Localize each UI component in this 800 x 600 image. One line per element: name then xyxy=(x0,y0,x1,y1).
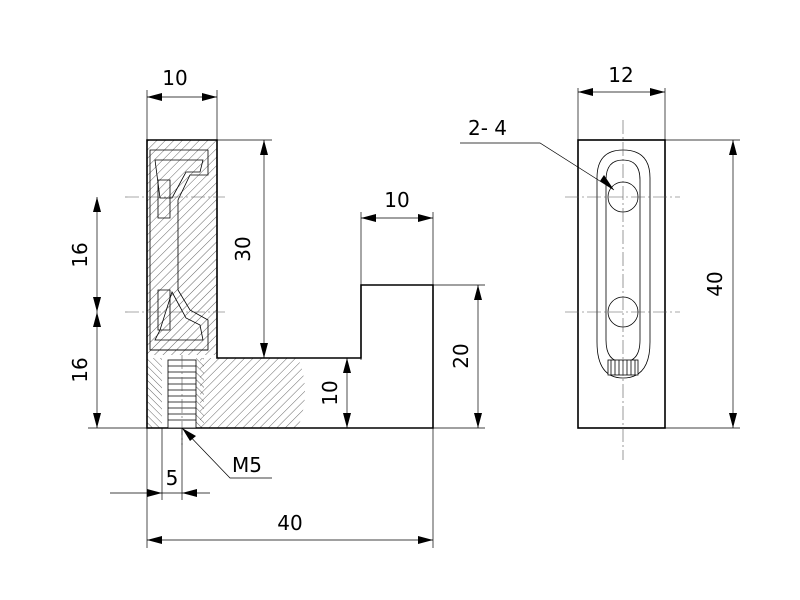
slot-outer xyxy=(596,149,651,379)
dim-front-width: 12 xyxy=(608,63,633,87)
base-left-hatch xyxy=(147,358,162,428)
dim-thread-offset: 5 xyxy=(166,466,179,490)
front-body xyxy=(577,139,666,429)
dim-upper-pitch: 16 xyxy=(68,242,92,267)
dim-lower-pitch: 16 xyxy=(68,357,92,382)
side-view: 10 10 30 16 16 20 10 5 xyxy=(68,66,485,548)
base-section-hatch xyxy=(200,358,305,428)
dim-step-height: 20 xyxy=(449,343,473,368)
front-view: 12 40 2- 4 xyxy=(460,63,740,460)
upper-section-hatch xyxy=(147,140,217,355)
insert-upper-flange xyxy=(154,159,204,199)
dim-step-width: 10 xyxy=(384,188,409,212)
thread-label: M5 xyxy=(232,453,262,477)
insert-lower-pad xyxy=(157,289,171,331)
slot-inner xyxy=(605,159,641,363)
base-right-hatch xyxy=(196,358,204,428)
dim-total-height: 30 xyxy=(231,236,255,261)
hole-label: 2- 4 xyxy=(468,116,507,140)
dim-total-length: 40 xyxy=(277,511,302,535)
insert-lower-flange xyxy=(154,290,204,341)
dim-base-height: 10 xyxy=(318,380,342,405)
dim-front-height: 40 xyxy=(703,271,727,296)
insert-upper-pad xyxy=(157,179,171,219)
dim-top-width: 10 xyxy=(162,66,187,90)
